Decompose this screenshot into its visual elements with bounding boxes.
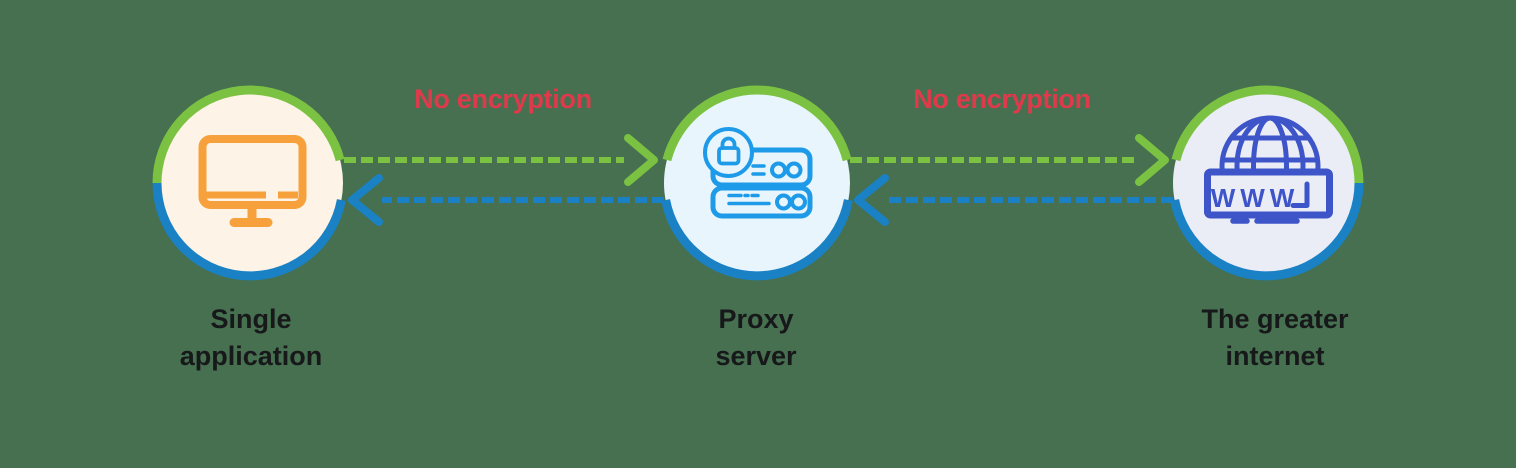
node-single-application bbox=[152, 85, 346, 281]
encryption-status-label-2: No encryption bbox=[913, 84, 1091, 114]
arrow-left-icon bbox=[348, 174, 383, 226]
node-label-single-application: Single application bbox=[91, 301, 411, 375]
encryption-status-label-1: No encryption bbox=[414, 84, 592, 114]
node-label-line: Proxy bbox=[718, 304, 794, 334]
connection-app-proxy bbox=[344, 134, 664, 226]
globe-www-icon: WWW bbox=[1204, 115, 1333, 224]
cursor-corner-icon bbox=[1290, 181, 1310, 208]
node-label-line: Single bbox=[210, 304, 292, 334]
node-label-greater-internet: The greater internet bbox=[1115, 301, 1435, 375]
server-lock-icon bbox=[703, 127, 813, 219]
circle-bottom-border bbox=[152, 182, 346, 281]
lock-icon bbox=[703, 127, 754, 178]
node-label-line: application bbox=[179, 341, 323, 371]
www-text: WWW bbox=[1211, 183, 1300, 213]
circle-top-border bbox=[1171, 85, 1364, 184]
connection-proxy-internet bbox=[850, 134, 1173, 226]
node-greater-internet: WWW bbox=[1170, 85, 1364, 281]
arrow-right-icon bbox=[1135, 134, 1169, 186]
node-label-line: server bbox=[715, 341, 797, 371]
arrow-left-icon bbox=[854, 174, 889, 226]
circle-top-border bbox=[662, 85, 852, 162]
circle-top-border bbox=[152, 85, 345, 184]
monitor-icon bbox=[198, 135, 307, 227]
circle-bottom-border bbox=[1170, 182, 1364, 281]
circle-bottom-border bbox=[661, 199, 853, 281]
node-proxy-server bbox=[661, 85, 853, 281]
node-label-proxy-server: Proxy server bbox=[596, 301, 916, 375]
node-label-line: internet bbox=[1225, 341, 1325, 371]
node-label-line: The greater bbox=[1201, 304, 1349, 334]
arrow-right-icon bbox=[624, 134, 658, 186]
